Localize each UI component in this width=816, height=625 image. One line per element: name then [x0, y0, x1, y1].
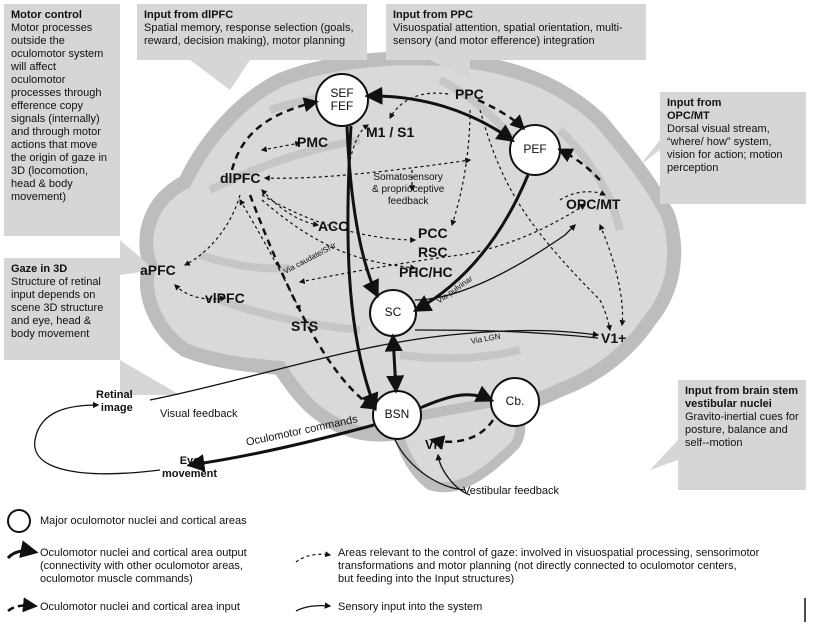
retinal-image-label: Retinal image: [96, 389, 133, 414]
callout-title: Input from dlPFC: [144, 9, 234, 21]
callout-gaze-3d: Gaze in 3D Structure of retinal input de…: [4, 258, 120, 360]
legend-circle-glyph: [7, 509, 31, 533]
bsn-label: BSN: [384, 407, 410, 421]
callout-title: Input from PPC: [393, 9, 474, 21]
apfc-label: aPFC: [140, 262, 176, 278]
legend-relevant-text: Areas relevant to the control of gaze: i…: [338, 547, 760, 585]
sts-label: STS: [291, 318, 319, 334]
callout-body: Dorsal visual stream, “where/ how” syste…: [667, 123, 783, 174]
legend-sensory-glyph: [295, 602, 332, 612]
ppc-label: PPC: [455, 86, 484, 102]
legend-input-glyph: [7, 597, 38, 613]
v1-label: V1+: [601, 330, 627, 346]
dlpfc-label: dlPFC: [220, 170, 261, 186]
callout-body: Gravito-inertial cues for posture, balan…: [685, 411, 799, 449]
fef-text: FEF: [330, 99, 354, 113]
sef-fef-label: SEF FEF: [322, 87, 362, 113]
callout-body: Spatial memory, response selection (goal…: [144, 22, 354, 47]
callout-dlpfc: Input from dlPFC Spatial memory, respons…: [137, 4, 367, 60]
sef-text: SEF: [330, 86, 354, 100]
relevance-arrows: [174, 92, 626, 332]
callout-body: Visuospatial attention, spatial orientat…: [393, 22, 623, 47]
cb-node: [490, 377, 540, 427]
callout-body: Motor processes outside the oculomotor s…: [11, 22, 108, 203]
callout-title: Motor control: [11, 9, 82, 21]
legend-relevant-glyph: [295, 551, 332, 563]
somatosensory-label: Somatosensory & proprioceptive feedback: [372, 172, 445, 207]
pmc-label: PMC: [297, 134, 329, 150]
callout-title: Input from brain stem vestibular nuclei: [685, 385, 799, 410]
legend-output-glyph: [6, 540, 39, 560]
legend-circle-text: Major oculomotor nuclei and cortical are…: [40, 515, 247, 527]
callout-title: Gaze in 3D: [11, 263, 68, 275]
callout-ppc: Input from PPC Visuospatial attention, s…: [386, 4, 646, 60]
eye-movement-label: Eye movement: [162, 455, 218, 480]
rsc-label: RSC: [418, 244, 448, 260]
acc-label: ACC: [318, 218, 349, 234]
legend-sensory-text: Sensory input into the system: [338, 601, 483, 613]
callout-title: Input from OPC/MT: [667, 97, 722, 122]
callout-pointers: [120, 60, 678, 470]
pcc-label: PCC: [418, 225, 448, 241]
legend-input-text: Oculomotor nuclei and cortical area inpu…: [40, 601, 240, 613]
legend-graphics: [6, 509, 332, 613]
callout-body: Structure of retinal input depends on sc…: [11, 276, 104, 340]
vlpfc-label: vlPFC: [205, 290, 245, 306]
sensory-arrows: [34, 224, 600, 496]
opc-mt-label: OPC/MT: [566, 196, 621, 212]
vn-label: VN: [425, 437, 444, 452]
callout-brain-stem: Input from brain stem vestibular nuclei …: [678, 380, 806, 490]
pef-label: PEF: [523, 142, 547, 156]
phc-hc-label: PHC/HC: [399, 264, 453, 280]
cb-label: Cb.: [505, 394, 525, 408]
legend-output-text: Oculomotor nuclei and cortical area outp…: [40, 547, 247, 585]
m1s1-label: M1 / S1: [366, 124, 415, 140]
sc-label: SC: [384, 305, 402, 319]
visual-feedback-label: Visual feedback: [160, 408, 238, 420]
callout-opc-mt: Input from OPC/MT Dorsal visual stream, …: [660, 92, 806, 204]
callout-motor-control: Motor control Motor processes outside th…: [4, 4, 120, 236]
vestibular-feedback-label: Vestibular feedback: [463, 485, 560, 497]
